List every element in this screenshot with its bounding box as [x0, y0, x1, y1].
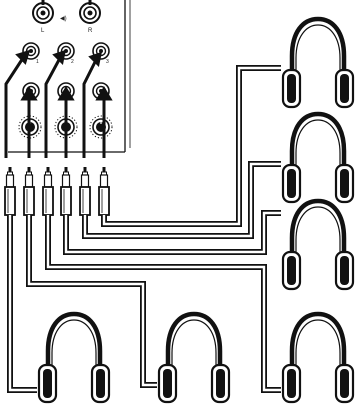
- plug-6[interactable]: [98, 166, 110, 216]
- cable-highlights: [8, 66, 281, 392]
- plug-4[interactable]: [60, 166, 72, 216]
- speaker-icon: ◀): [60, 16, 67, 22]
- channel-1-label: 1: [36, 59, 39, 65]
- headphones-icon: [39, 314, 109, 402]
- channel-2-label: 2: [71, 59, 74, 65]
- channel-3-label: 3: [106, 59, 109, 65]
- master-right-label: R: [88, 28, 93, 34]
- plug-3[interactable]: [42, 166, 54, 216]
- plug-5[interactable]: [79, 166, 91, 216]
- headphones-icon: [159, 314, 229, 402]
- master-left-label: L: [41, 28, 45, 34]
- master-output-right-jack[interactable]: [79, 2, 101, 24]
- level-knob-3[interactable]: [89, 115, 113, 139]
- headphones-icon: [283, 19, 353, 107]
- headphones-icon: [283, 114, 353, 202]
- mixer-panel: L R ◀) 1 2 3: [8, 0, 131, 153]
- headphones-icon: [283, 314, 353, 402]
- connection-arrows: [4, 49, 113, 158]
- master-output-left-jack[interactable]: [32, 2, 54, 24]
- plug-1[interactable]: [4, 166, 16, 216]
- plug-2[interactable]: [23, 166, 35, 216]
- headphones-icon: [283, 201, 353, 289]
